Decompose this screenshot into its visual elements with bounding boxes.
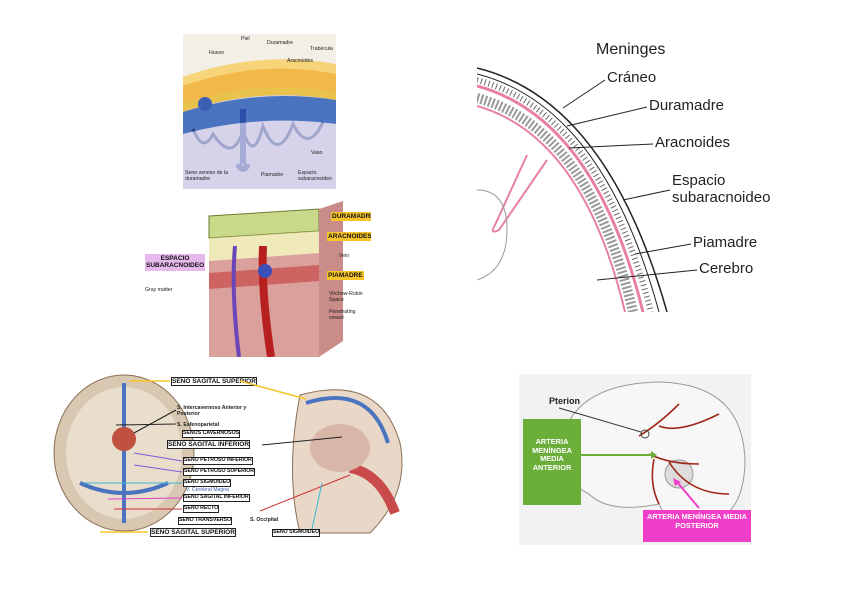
label-trabecula: Trabécula (310, 46, 333, 52)
label-seno-recto: SENO RECTO (183, 505, 220, 513)
label-piamadre: Piamadre (261, 172, 284, 178)
label-craneo: Cráneo (607, 69, 657, 86)
label-espacio-subaracnoideo-diagram: Espacio subaracnoideo (672, 172, 771, 206)
label-cerebro-diagram: Cerebro (699, 260, 754, 277)
label-aracnoides-box: ARACNOIDES (327, 232, 371, 242)
label-piel: Piel (241, 36, 250, 42)
label-s-intercavernoso: S. Intercavernoso Anterior y Posterior (177, 405, 247, 417)
label-seno-venoso: Seno venoso de la duramadre (185, 170, 228, 182)
meninges-block-illustration (208, 201, 343, 357)
label-s-esfenoparietal: S. Esfenoparietal (177, 422, 220, 428)
label-seno-sigmoideo-left: SENO SIGMOIDEO (183, 479, 232, 487)
label-hueso: Hueso (209, 50, 224, 56)
label-v-cerebral-magna: V. Cerebral Magna (186, 487, 230, 493)
artery-arrows (558, 407, 700, 509)
label-s-occipital: S. Occipital (250, 517, 279, 523)
label-espacio-subaracnoideo: Espacio subaracnoideo (298, 170, 333, 182)
label-piamadre-box: PIAMADRE (327, 271, 364, 281)
label-seno-sagital-superior-bottom: SENO SAGITAL SUPERIOR (150, 528, 236, 538)
label-duramadre-box: DURAMADRE (331, 212, 371, 222)
label-seno-petroso-superior: SENO PETROSO SUPERIOR (183, 468, 256, 476)
label-duramadre-diagram: Duramadre (649, 97, 725, 114)
label-meninges-title: Meninges (596, 41, 666, 58)
label-arteria-meningea-media-anterior: ARTERIA MENÍNGEA MEDIA ANTERIOR (523, 419, 581, 505)
label-penetrating-vessel: Penetrating vessel (329, 309, 356, 321)
label-seno-transverso: SENO TRANSVERSO (178, 517, 233, 525)
meninges-diagram-leader-lines (562, 79, 698, 281)
venous-sinuses-arrows (84, 380, 351, 533)
label-duramadre: Duramadre (267, 40, 293, 46)
label-virchow-robin: Virchow-Robin Space (329, 291, 363, 303)
meninges-section-illustration (183, 59, 336, 189)
label-aracnoides-diagram: Aracnoides (655, 134, 731, 151)
label-vein: Vein (339, 253, 350, 259)
venous-sinuses-illustration (53, 374, 403, 534)
label-aracnoides: Aracnoides (287, 58, 313, 64)
panel-venous-sinuses: SENO SAGITAL SUPERIOR S. Intercavernoso … (50, 373, 435, 543)
label-vaso: Vaso (311, 150, 323, 156)
label-seno-sagital-inferior-main: SENO SAGITAL INFERIOR (167, 440, 251, 450)
label-seno-sigmoideo-right: SENO SIGMOIDEO (272, 529, 321, 537)
label-pterion: Pterion (549, 396, 581, 406)
panel-meninges-diagram: Meninges Cráneo Duramadre Aracnoides Esp… (477, 40, 787, 312)
label-arteria-meningea-media-posterior: ARTERIA MENÍNGEA MEDIA POSTERIOR (643, 510, 751, 542)
label-gray-matter: Gray matter (145, 287, 173, 293)
label-senos-cavernosos: SENOS CAVERNOSOS (182, 430, 241, 438)
label-piamadre-diagram: Piamadre (693, 234, 758, 251)
panel-meninges-section: Piel Hueso Duramadre Trabécula Aracnoide… (183, 34, 336, 189)
label-seno-sagital-inferior-small: SENO SAGITAL INFERIOR (183, 494, 250, 502)
label-seno-petroso-inferior: SENO PETROSO INFERIOR (183, 457, 253, 465)
label-espacio-subaracnoideo-box: ESPACIO SUBARACNOIDEO (145, 254, 205, 271)
panel-meninges-block: DURAMADRE ARACNOIDES Vein PIAMADRE ESPAC… (143, 201, 371, 357)
meninges-diagram-illustration (477, 67, 668, 312)
panel-meningeal-artery: Pterion ARTERIA MENÍNGEA MEDIA ANTERIOR … (519, 374, 751, 545)
label-seno-sagital-superior-top: SENO SAGITAL SUPERIOR (171, 377, 257, 387)
